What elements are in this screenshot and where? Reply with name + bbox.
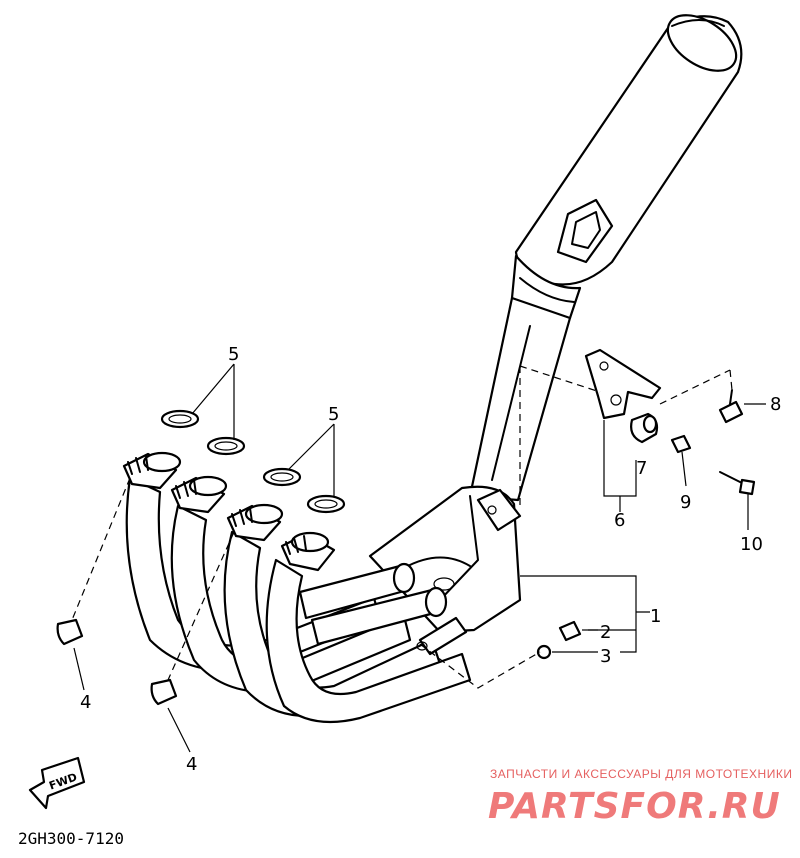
callout-10: 10: [740, 534, 763, 555]
washer-3: [536, 644, 552, 660]
flange-3: [226, 503, 284, 542]
callout-5b: 5: [328, 404, 339, 425]
callout-6: 6: [614, 510, 625, 531]
header-flanges: [122, 451, 336, 572]
gasket-3: [262, 467, 302, 487]
flange-4: [280, 531, 336, 572]
leader-lines: [71, 363, 766, 753]
callout-8: 8: [770, 394, 781, 415]
callout-9: 9: [680, 492, 691, 513]
flange-1: [122, 451, 182, 490]
callout-7: 7: [636, 458, 647, 479]
callout-5a: 5: [228, 344, 239, 365]
callout-labels: 1 2 3 4 4 5 5 6 7 8 9 10: [80, 344, 781, 775]
callout-4a: 4: [80, 692, 91, 713]
bolt-10: [719, 471, 756, 496]
bolt-2: [558, 620, 582, 642]
collar: [670, 434, 692, 454]
callout-1: 1: [650, 606, 661, 627]
nut-4b: [150, 678, 178, 706]
gasket-2: [206, 436, 246, 456]
watermark-tagline: ЗАПЧАСТИ И АКСЕССУАРЫ ДЛЯ МОТОТЕХНИКИ: [490, 767, 792, 781]
link-pipe: [468, 296, 572, 502]
rubber-damper: [630, 412, 659, 444]
callout-2: 2: [600, 622, 611, 643]
bolt-8: [718, 389, 744, 424]
watermark: ЗАПЧАСТИ И АКСЕССУАРЫ ДЛЯ МОТОТЕХНИКИ PA…: [488, 767, 792, 827]
muffler: [510, 14, 743, 321]
gasket-1: [160, 409, 200, 429]
hanger-bracket: [584, 348, 662, 420]
fwd-arrow-icon: FWD: [28, 756, 86, 810]
gasket-4: [306, 494, 346, 514]
part-code: 2GH300-7120: [18, 829, 124, 848]
callout-4b: 4: [186, 754, 197, 775]
callout-3: 3: [600, 646, 611, 667]
watermark-logo: PARTSFOR.RU: [488, 786, 781, 827]
nut-4a: [56, 618, 84, 646]
flange-2: [170, 475, 228, 514]
gaskets: [160, 409, 346, 514]
header-pipes: [125, 476, 472, 724]
